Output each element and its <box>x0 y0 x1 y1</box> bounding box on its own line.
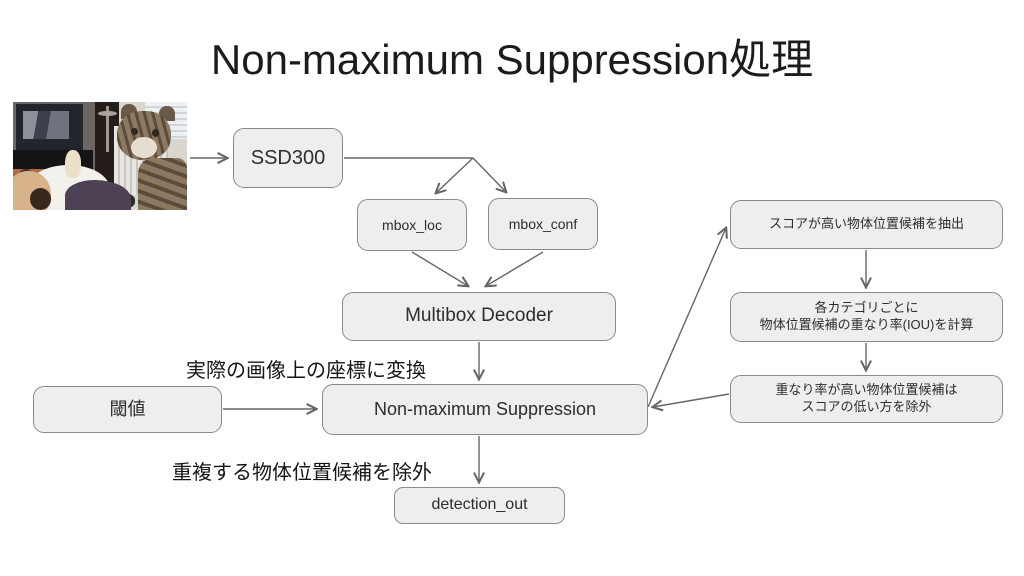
photo-cat-eye-left <box>131 127 139 136</box>
node-ssd300: SSD300 <box>233 128 343 188</box>
node-detection-out: detection_out <box>394 487 565 524</box>
node-nms-label: Non-maximum Suppression <box>373 398 597 419</box>
node-ssd300-label: SSD300 <box>250 147 326 169</box>
node-mbox-conf-label: mbox_conf <box>508 215 578 232</box>
node-threshold-label: 閾値 <box>109 398 146 419</box>
photo-tv-screen <box>23 110 69 139</box>
annotation-convert-coordinates: 実際の画像上の座標に変換 <box>186 360 426 382</box>
node-detection-out-label: detection_out <box>431 496 528 514</box>
photo-cat-eye-right <box>152 129 160 137</box>
photo-cat-muzzle <box>131 136 158 159</box>
node-mbox-loc: mbox_loc <box>357 199 467 251</box>
photo-candelabra <box>106 106 109 152</box>
node-threshold: 閾値 <box>33 386 222 433</box>
photo-pillow <box>65 179 132 210</box>
node-mbox-conf: mbox_conf <box>488 198 598 250</box>
node-calc-iou: 各カテゴリごとに 物体位置候補の重なり率(IOU)を計算 <box>730 292 1003 342</box>
photo-cat-body <box>138 158 187 210</box>
photo-candelabra-arms <box>98 110 118 117</box>
node-calc-iou-line1: 各カテゴリごとに <box>814 300 919 316</box>
annotation-remove-duplicates: 重複する物体位置候補を除外 <box>172 462 432 484</box>
node-multibox-decoder-label: Multibox Decoder <box>405 305 553 327</box>
node-exclude-low-line1: 重なり率が高い物体位置候補は <box>775 382 958 398</box>
node-extract-high-score-label: スコアが高い物体位置候補を抽出 <box>768 216 964 232</box>
node-calc-iou-line2: 物体位置候補の重なり率(IOU)を計算 <box>759 317 974 332</box>
node-mbox-loc-label: mbox_loc <box>382 216 442 233</box>
photo-dog-muzzle <box>30 188 52 210</box>
node-exclude-low-line2: スコアの低い方を除外 <box>801 399 932 414</box>
node-exclude-low-score: 重なり率が高い物体位置候補は スコアの低い方を除外 <box>730 375 1003 423</box>
node-multibox-decoder: Multibox Decoder <box>342 292 616 341</box>
photo-cream-cat <box>65 149 81 178</box>
input-photo <box>13 102 187 210</box>
node-nms: Non-maximum Suppression <box>322 384 648 435</box>
node-extract-high-score: スコアが高い物体位置候補を抽出 <box>730 200 1003 249</box>
slide-title: Non-maximum Suppression処理 <box>210 36 814 83</box>
